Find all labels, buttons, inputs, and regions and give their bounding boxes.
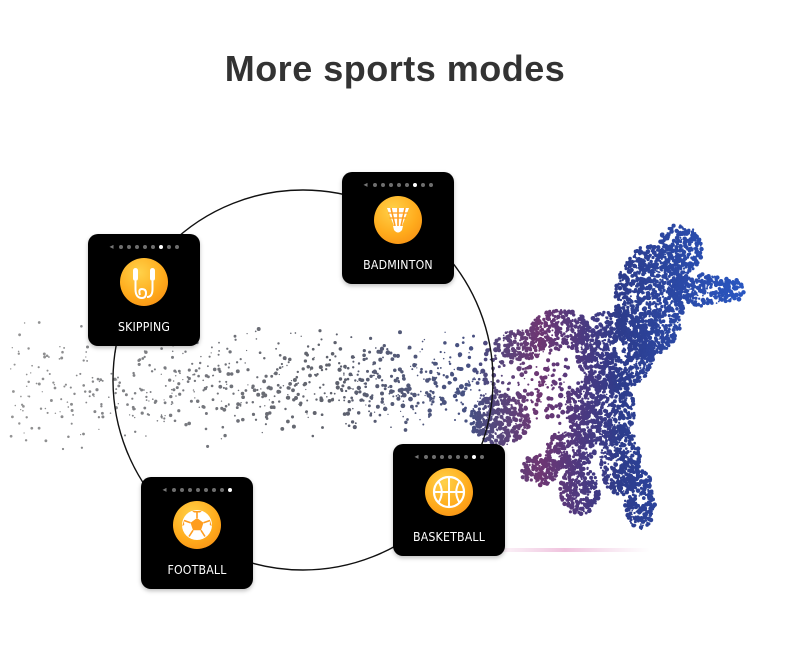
page-dot — [439, 455, 444, 459]
page-dot — [420, 183, 425, 187]
page-indicator: ◂ — [88, 243, 200, 251]
page-dot — [150, 245, 155, 249]
page-dot — [179, 488, 184, 492]
page-dot — [431, 455, 436, 459]
back-arrow-icon: ◂ — [363, 180, 368, 189]
page-dot — [211, 488, 216, 492]
page-dot — [195, 488, 200, 492]
mode-card-skipping[interactable]: ◂ SKIPPING — [88, 234, 200, 346]
mode-card-football[interactable]: ◂ FOOTBALL — [141, 477, 253, 589]
page-indicator: ◂ — [141, 486, 253, 494]
page-dot — [428, 183, 433, 187]
page-dot — [479, 455, 484, 459]
page-indicator: ◂ — [393, 453, 505, 461]
page-dot — [126, 245, 131, 249]
basketball-icon — [425, 468, 473, 516]
page-dot — [396, 183, 401, 187]
page-dot — [388, 183, 393, 187]
page-dot — [455, 455, 460, 459]
page-dot — [423, 455, 428, 459]
jump-rope-icon — [120, 258, 168, 306]
shuttlecock-icon — [374, 196, 422, 244]
page-title: More sports modes — [224, 48, 566, 89]
page-dot — [412, 183, 417, 187]
page-dot — [187, 488, 192, 492]
particle-trail — [9, 223, 746, 531]
mode-card-badminton[interactable]: ◂ BADMINTON — [342, 172, 454, 284]
page-indicator: ◂ — [342, 181, 454, 189]
page-dot — [134, 245, 139, 249]
back-arrow-icon: ◂ — [162, 485, 167, 494]
floor-glow — [480, 548, 650, 552]
mode-ring — [112, 189, 494, 571]
page-dot — [404, 183, 409, 187]
page-dot — [171, 488, 176, 492]
mode-label: SKIPPING — [117, 319, 171, 334]
back-arrow-icon: ◂ — [414, 452, 419, 461]
page-dot — [372, 183, 377, 187]
back-arrow-icon: ◂ — [109, 242, 114, 251]
football-icon — [173, 501, 221, 549]
page-dot — [380, 183, 385, 187]
page-dot — [118, 245, 123, 249]
page-dot — [142, 245, 147, 249]
page-dot — [166, 245, 171, 249]
mode-card-basketball[interactable]: ◂ BASKETBALL — [393, 444, 505, 556]
page-dot — [463, 455, 468, 459]
page-dot — [471, 455, 476, 459]
mode-label: BASKETBALL — [412, 529, 486, 544]
page-dot — [203, 488, 208, 492]
page-dot — [227, 488, 232, 492]
mode-label: BADMINTON — [363, 257, 433, 272]
page-dot — [174, 245, 179, 249]
mode-label: FOOTBALL — [167, 562, 227, 577]
page-dot — [158, 245, 163, 249]
page-dot — [219, 488, 224, 492]
page-dot — [447, 455, 452, 459]
